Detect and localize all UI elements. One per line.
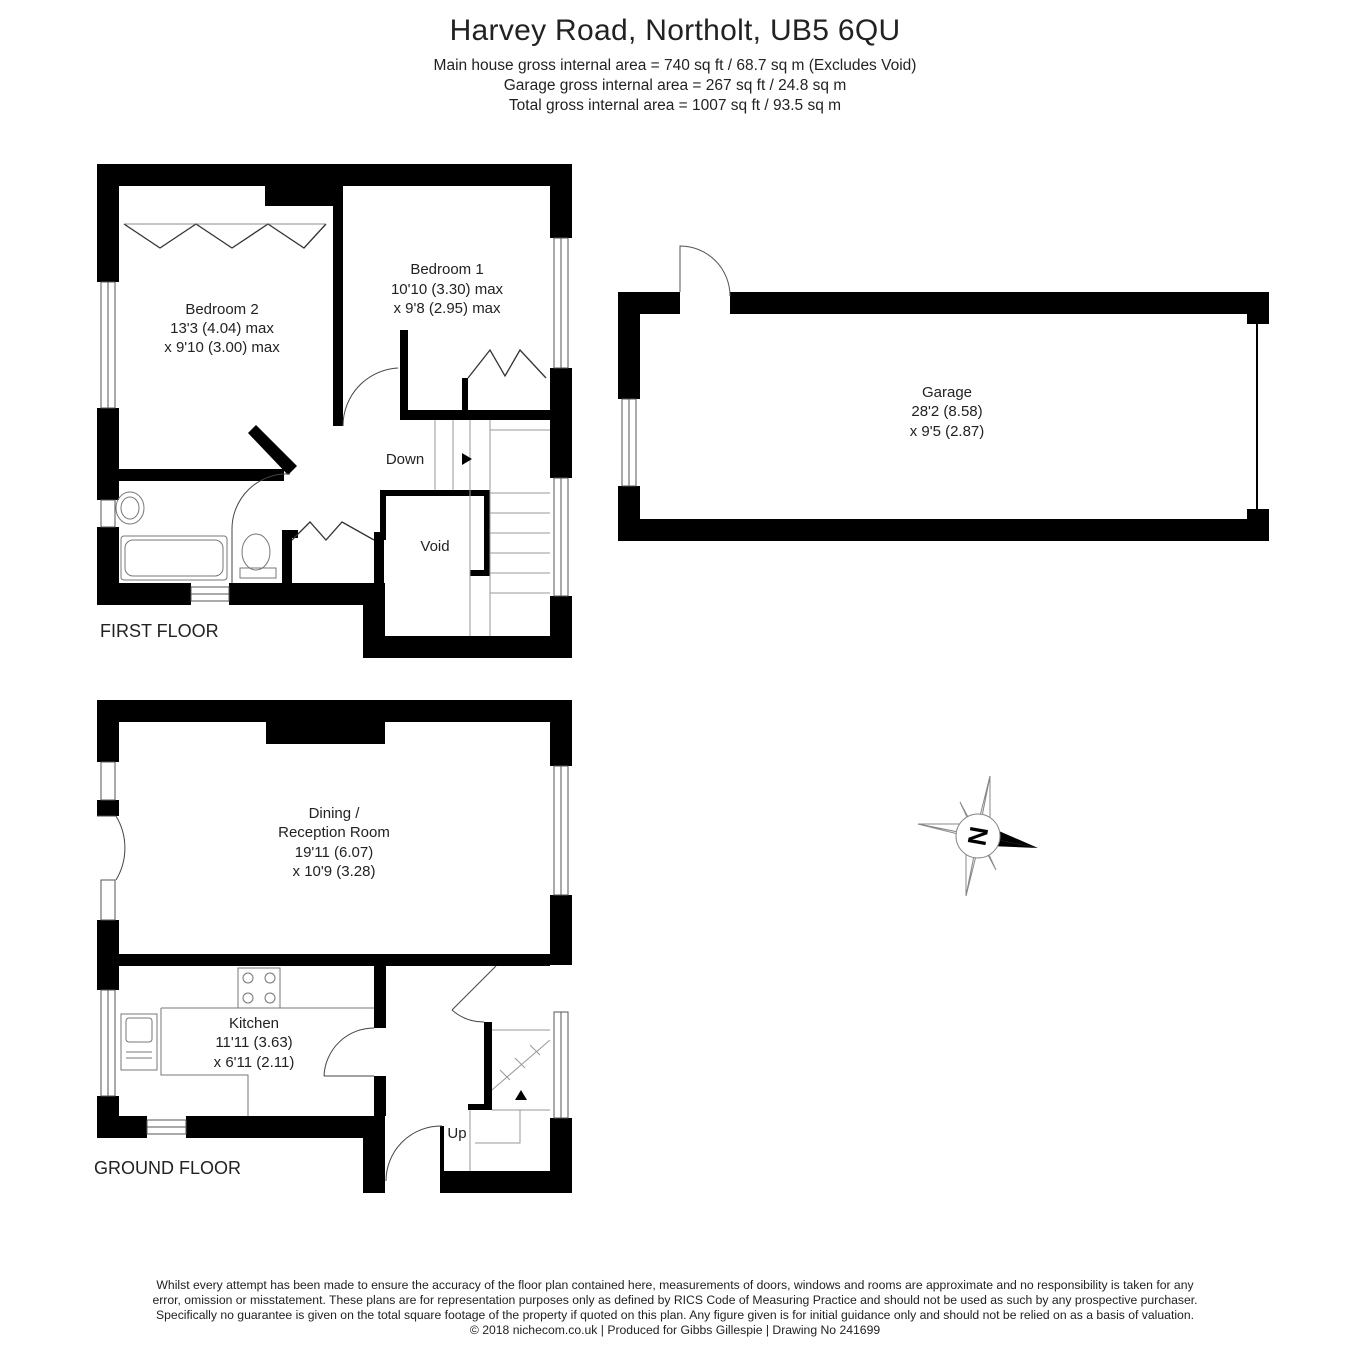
bedroom2-name: Bedroom 2 — [185, 301, 258, 318]
landing-cupboard-doors — [291, 521, 375, 541]
garage-walls — [618, 292, 1269, 541]
garage-name: Garage — [922, 384, 972, 401]
main-house-area: Main house gross internal area = 740 sq … — [433, 57, 917, 74]
total-area: Total gross internal area = 1007 sq ft /… — [508, 97, 842, 114]
ground-floor-windows — [100, 761, 569, 1135]
kitchen-name: Kitchen — [229, 1015, 279, 1032]
compass-north-letter: N — [962, 824, 995, 848]
disclaimer-line: Whilst every attempt has been made to en… — [156, 1278, 1194, 1292]
void-label: Void — [420, 538, 449, 555]
first-floor-stairs — [434, 420, 550, 636]
stairs-up-label: Up — [447, 1125, 466, 1142]
kitchen-fixtures — [120, 967, 374, 1116]
bedroom2-width: x 9'10 (3.00) max — [164, 339, 280, 356]
bedroom1-width: x 9'8 (2.95) max — [393, 300, 501, 317]
first-floor-plan: FIRST FLOOR Bedroom 2 13'3 (4.04) max x … — [97, 164, 572, 658]
bedroom1-name: Bedroom 1 — [410, 261, 483, 278]
ground-floor-walls — [97, 700, 572, 1193]
bedroom1-length: 10'10 (3.30) max — [391, 281, 504, 298]
garage-plan: Garage 28'2 (8.58) x 9'5 (2.87) — [618, 245, 1269, 541]
disclaimer: Whilst every attempt has been made to en… — [40, 1278, 1310, 1338]
first-floor-walls — [97, 164, 572, 658]
kitchen-width: x 6'11 (2.11) — [214, 1054, 295, 1071]
ground-floor-label: GROUND FLOOR — [94, 1158, 241, 1178]
copyright-line: © 2018 nichecom.co.uk | Produced for Gib… — [469, 1323, 881, 1337]
bedroom2-wardrobe-doors — [123, 223, 327, 249]
ground-floor-plan: GROUND FLOOR Dining / Reception Room 19'… — [94, 700, 572, 1193]
disclaimer-line: Specifically no guarantee is given on th… — [156, 1308, 1194, 1322]
dining-width: x 10'9 (3.28) — [293, 863, 376, 880]
stairs-down-label: Down — [386, 451, 424, 468]
up-arrow-icon — [515, 1090, 527, 1100]
ground-floor-stairs — [469, 1029, 551, 1171]
disclaimer-line: error, omission or misstatement. These p… — [152, 1293, 1198, 1307]
garage-openings — [621, 245, 1258, 509]
plan-title: Harvey Road, Northolt, UB5 6QU — [449, 14, 901, 47]
bathroom-fixtures — [115, 491, 277, 581]
ground-floor-door-swings — [97, 815, 497, 1182]
compass-rose-icon: N — [917, 775, 1038, 897]
first-floor-door-swings — [231, 367, 399, 583]
dining-subname: Reception Room — [278, 824, 390, 841]
dining-name: Dining / — [309, 805, 361, 822]
dining-length: 19'11 (6.07) — [295, 844, 373, 861]
garage-area: Garage gross internal area = 267 sq ft /… — [503, 77, 847, 94]
garage-width: x 9'5 (2.87) — [910, 423, 985, 440]
kitchen-length: 11'11 (3.63) — [215, 1034, 292, 1051]
garage-length: 28'2 (8.58) — [911, 403, 982, 420]
bedroom2-length: 13'3 (4.04) max — [170, 320, 274, 337]
first-floor-label: FIRST FLOOR — [100, 621, 219, 641]
down-arrow-icon — [462, 453, 472, 465]
first-floor-windows — [100, 237, 569, 602]
bedroom1-wardrobe-doors — [467, 348, 547, 379]
